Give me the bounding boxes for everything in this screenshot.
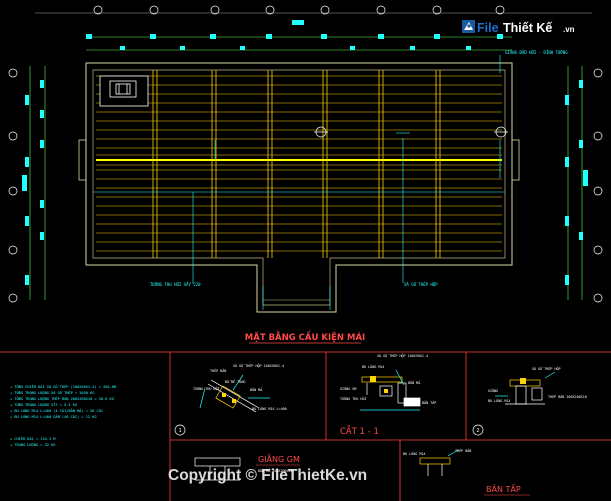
top-axis-markers: [35, 5, 592, 15]
top-dimension-line: [86, 20, 512, 51]
ban-tap-title: BẢN TẤP: [486, 483, 521, 494]
watermark-brand-name: Thiết Kế: [503, 21, 552, 35]
left-axis-markers: [8, 68, 18, 303]
left-dimensions: [22, 66, 46, 300]
section-label: BẢN TẤP: [422, 400, 436, 405]
note-line: + TỔNG CHIỀU DÀI XÀ GỒ THÉP (100X50X1.4)…: [10, 384, 117, 389]
detail1-label: TƯỜNG THU HỒI: [193, 386, 220, 391]
side-pilasters: [78, 139, 520, 181]
detail2-label: BU LÔNG M14: [488, 398, 510, 403]
detail2-number: 2: [476, 428, 479, 434]
right-axis-markers: [593, 68, 603, 303]
annotation-purlin: XÀ GỒ THÉP HỘP: [404, 282, 438, 287]
roof-tank: [99, 75, 149, 107]
detail2-label: XÀ GỒ THÉP HỘP: [532, 366, 561, 371]
roof-purlins: [96, 75, 502, 252]
section-label: XÀ GỒ THÉP HỘP 100X50X1.4: [377, 353, 428, 358]
giang-gm-detail: GIẰNG GM BẢN MÃ 200X200X10: [194, 452, 300, 481]
watermark-brand-tld: .vn: [563, 25, 575, 34]
detail1-label: THÉP BẢN: [210, 368, 226, 373]
note-line: + TỔNG TRỌNG LƯỢNG VÍT = 5.4 KG: [10, 402, 77, 407]
watermark-brand-file: File: [477, 21, 499, 35]
detail-2: XÀ GỒ THÉP HỘP THÉP BẢN 200X200X10 BU LÔ…: [472, 366, 587, 436]
detail2-label: THÉP BẢN 200X200X10: [548, 394, 587, 399]
watermark-logo-icon: [462, 20, 475, 33]
note-line: + BU LÔNG M14 L=400 GẮN (40 CÁI) = 12 KG: [10, 414, 97, 419]
section-1-1: XÀ GỒ THÉP HỘP 100X50X1.4 BU LÔNG M14 GI…: [340, 353, 436, 437]
section-label: GIẰNG GM: [340, 386, 356, 391]
section-title: CẮT 1 - 1: [340, 424, 379, 437]
detail2-label: GIẰNG: [488, 388, 498, 393]
ridge-offset-lines: [96, 154, 502, 166]
watermark-logo: File Thiết Kế .vn: [462, 20, 575, 35]
note-line: + CHIỀU DÀI = 134.3 M: [10, 436, 56, 441]
section-label: BU LÔNG M14: [362, 364, 384, 369]
ban-tap-label: THÉP BẢN: [455, 448, 471, 453]
detail1-label: BẢN MÃ: [250, 387, 262, 392]
detail1-marker: [174, 424, 186, 436]
building-outline: [85, 62, 513, 313]
copyright-text: Copyright © FileThietKe.vn: [168, 467, 367, 484]
section-label: TƯỜNG THU HỒI: [340, 396, 367, 401]
detail2-marker: [472, 424, 484, 436]
quantity-notes: + TỔNG CHIỀU DÀI XÀ GỒ THÉP (100X50X1.4)…: [10, 384, 117, 447]
annotation-top-right: GIẰNG ĐẦU HỒI - ĐỈNH TƯỜNG: [505, 50, 568, 55]
details-frame: [0, 351, 611, 501]
detail-1: XÀ GỒ THÉP HỘP 100X50X1.4 THÉP BẢN TƯỜNG…: [174, 363, 287, 436]
section-label: BẢN MÃ: [408, 380, 420, 385]
giang-title: GIẰNG GM: [258, 452, 300, 464]
note-line: + TRỌNG LƯỢNG = 32 KG: [10, 443, 55, 447]
plan-title: MẶT BẰNG CẤU KIỆN MÁI: [245, 330, 365, 343]
giang-label: BẢN MÃ 200X200X10: [258, 468, 293, 473]
detail1-number: 1: [178, 428, 181, 434]
annotation-gable-wall: TƯỜNG THU HỒI XÂY 220: [150, 282, 201, 287]
plan-leaders: [93, 55, 505, 310]
right-dimensions: [565, 66, 588, 300]
note-line: + BU LÔNG M14 L=400 (4 CÁI/BẢN MÃ) = 36 …: [10, 408, 103, 413]
detail1-label: BU LÔNG M14 L=400: [252, 406, 287, 411]
detail1-label: XÀ GỒ THÉP HỘP 100X50X1.4: [233, 363, 284, 368]
note-line: + TỔNG TRỌNG LƯỢNG THÉP BẢN 200X200X10 =…: [10, 396, 114, 401]
detail1-label: ĐỔ BÊ TÔNG: [225, 379, 245, 384]
section-markers: [314, 126, 508, 138]
gable-walls: [152, 70, 441, 258]
ban-tap-detail: BU LÔNG M14 THÉP BẢN BẢN TẤP: [403, 448, 530, 496]
ban-tap-label: BU LÔNG M14: [403, 451, 425, 456]
note-line: + TỔNG TRỌNG LƯỢNG XÀ GỒ THÉP = 1050 KG: [10, 390, 94, 395]
watermark-copyright: Copyright © FileThietKe.vn: [168, 467, 367, 484]
